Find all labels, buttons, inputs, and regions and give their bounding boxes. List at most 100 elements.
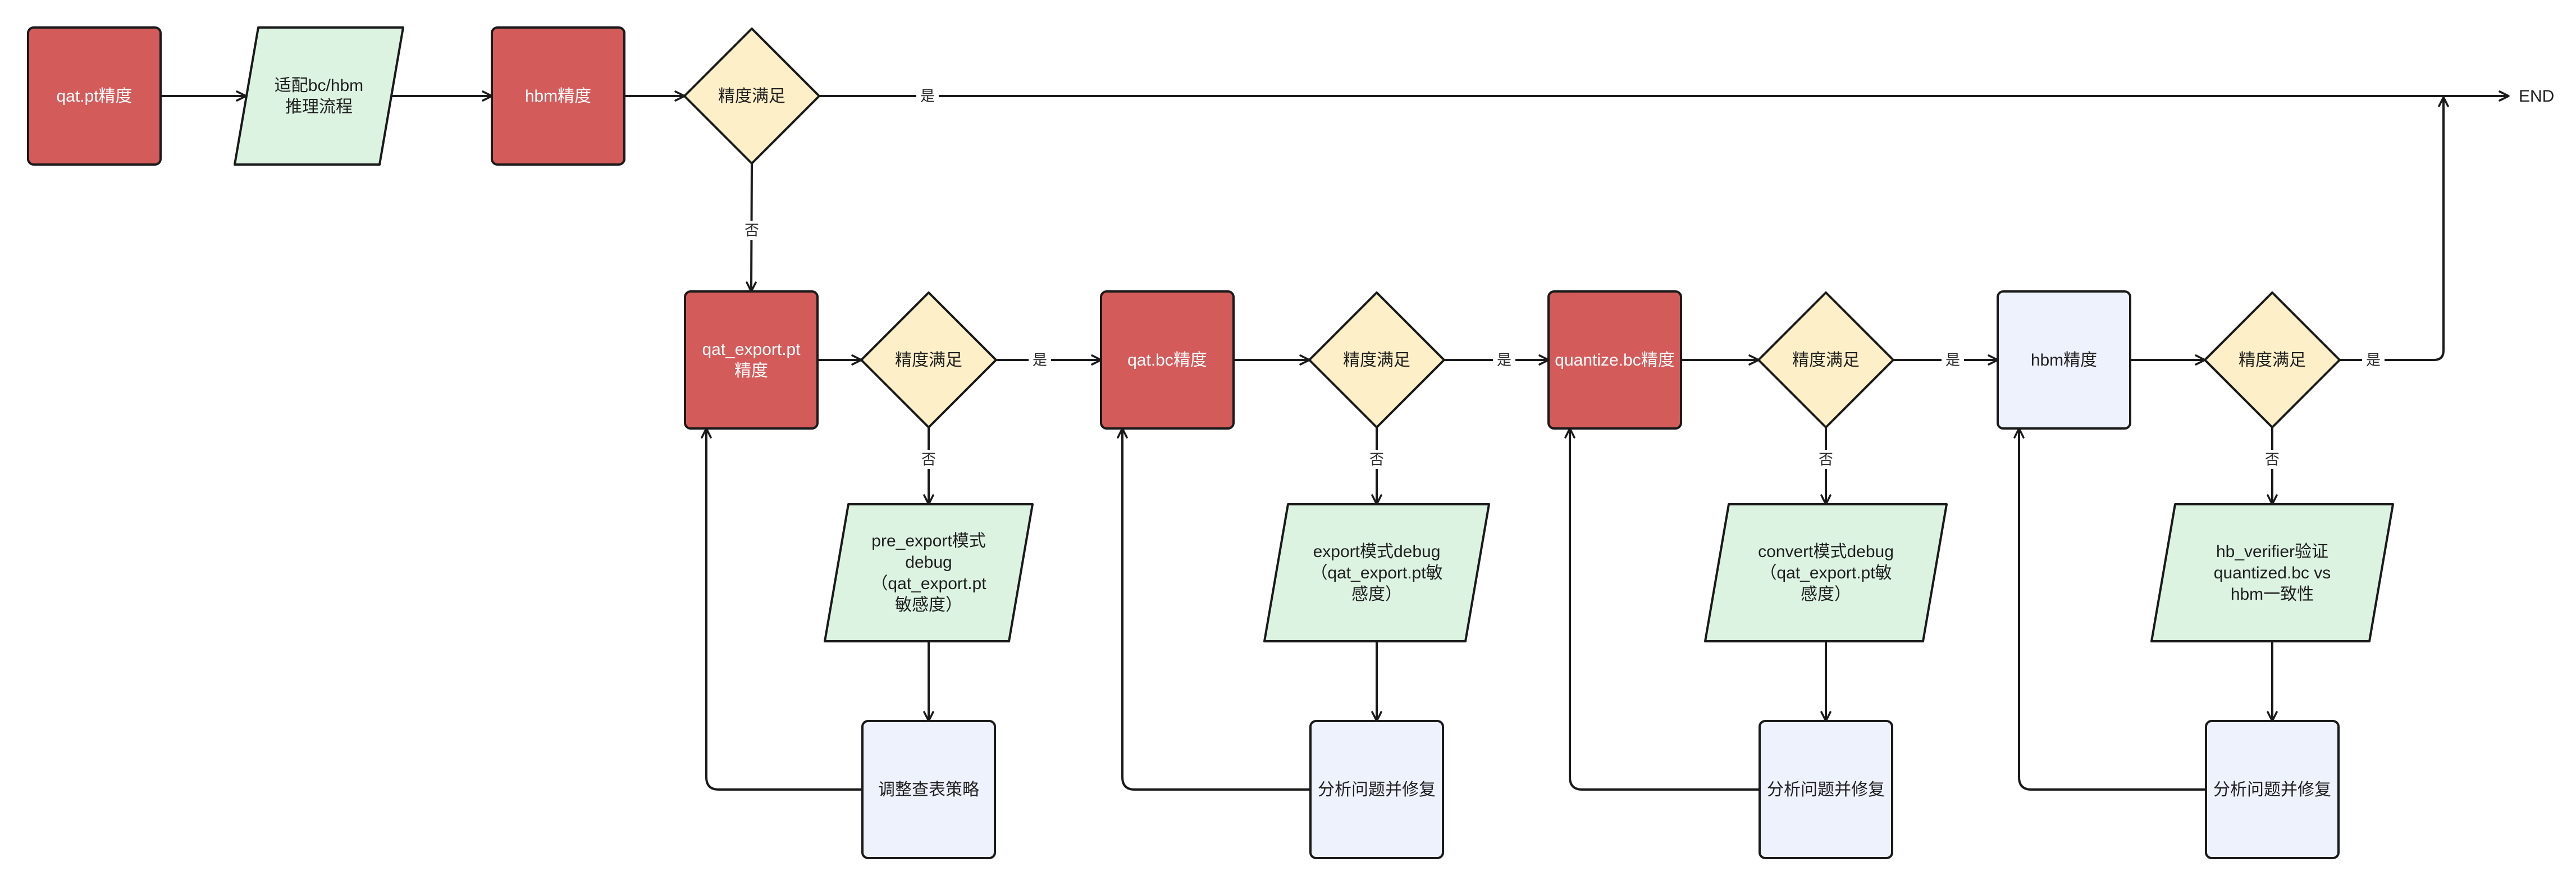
node-p4: hb_verifier验证 quantized.bc vs hbm一致性 [2150, 503, 2394, 642]
edge-label-bg [741, 221, 763, 240]
edge-label-no: 否 [745, 222, 759, 239]
node-label: 分析问题并修复 [2213, 781, 2331, 799]
node-shape [1757, 291, 1894, 428]
edge-r3-loop [1564, 427, 1760, 791]
node-label: qat.pt精度 [56, 87, 132, 106]
edge-label-no: 否 [1369, 451, 1384, 468]
node-r1: 调整查表策略 [861, 720, 996, 859]
edge-label-bg [1493, 350, 1515, 369]
nodes: qat.pt精度适配bc/hbm推理流程hbm精度精度满足qat_export.… [27, 26, 2554, 859]
edge-label-bg [1029, 350, 1051, 369]
node-label: 精度满足 [1792, 351, 1860, 369]
node-d3: 精度满足 [1757, 291, 1894, 428]
edge-label-yes: 是 [920, 88, 935, 104]
node-qat-export: qat_export.pt 精度 [684, 290, 819, 430]
node-shape [1100, 290, 1235, 430]
node-qat-pt: qat.pt精度 [27, 26, 162, 166]
node-r4: 分析问题并修复 [2205, 720, 2340, 859]
node-quant-bc: quantize.bc精度 [1547, 290, 1682, 430]
node-r2: 分析问题并修复 [1309, 720, 1444, 859]
node-label: 感度） [1351, 585, 1402, 604]
node-qat-bc: qat.bc精度 [1100, 290, 1235, 430]
node-label: （qat_export.pt敏 [1760, 564, 1892, 582]
node-label: quantized.bc vs [2214, 564, 2331, 582]
node-label: 调整查表策略 [878, 781, 979, 799]
node-shape [2205, 720, 2340, 859]
node-shape [491, 26, 625, 166]
node-label: qat_export.pt [702, 340, 801, 359]
node-adapt-flow: 适配bc/hbm 推理流程 [234, 26, 404, 166]
edge-label-yes: 是 [1497, 352, 1511, 368]
node-label: export模式debug [1313, 542, 1441, 561]
node-label: （qat_export.pt敏 [1310, 564, 1442, 582]
node-label: convert模式debug [1758, 542, 1894, 561]
edge-label-no: 否 [2265, 451, 2280, 468]
node-shape [1309, 720, 1444, 859]
node-label: qat.bc精度 [1127, 351, 1207, 369]
edge-label-bg [916, 86, 939, 106]
node-shape [27, 26, 162, 166]
edge-r2-loop [1117, 427, 1310, 791]
node-label: hbm精度 [525, 87, 591, 106]
edge-label-bg [1942, 350, 1964, 369]
node-label: 推理流程 [285, 98, 353, 116]
node-shape [1759, 720, 1893, 859]
node-label: 适配bc/hbm [275, 76, 363, 95]
edge-label-yes: 是 [2366, 352, 2381, 368]
node-label: quantize.bc精度 [1555, 351, 1674, 369]
edge-label-no: 否 [921, 451, 936, 468]
edge-label-bg [917, 450, 940, 469]
node-label: 分析问题并修复 [1767, 781, 1885, 799]
node-shape [861, 720, 996, 859]
edge-r1-loop [701, 427, 862, 791]
edge-label-no: 否 [1819, 451, 1833, 468]
node-shape [860, 291, 997, 428]
node-label: debug [905, 553, 952, 572]
node-label: 精度满足 [895, 351, 962, 369]
edge-label-bg [1365, 450, 1388, 469]
node-label: 精度 [734, 362, 768, 380]
edge-label-yes: 是 [1945, 352, 1960, 368]
node-label: hbm精度 [2031, 351, 2097, 369]
node-d1: 精度满足 [860, 291, 997, 428]
node-d-top: 精度满足 [683, 28, 820, 165]
node-label: hbm一致性 [2231, 585, 2314, 604]
node-shape [234, 26, 404, 166]
node-shape [684, 290, 819, 430]
node-shape [1997, 290, 2131, 430]
node-label: 感度） [1801, 585, 1851, 604]
node-label: 分析问题并修复 [1318, 781, 1436, 799]
node-label: hb_verifier验证 [2216, 542, 2328, 561]
node-label: 精度满足 [2239, 351, 2306, 369]
node-d2: 精度满足 [1308, 291, 1445, 428]
edge-label-bg [2362, 350, 2385, 369]
node-shape [1263, 503, 1490, 642]
edge-label-bg [1815, 450, 1837, 469]
end-label: END [2519, 87, 2554, 106]
node-label: 精度满足 [1343, 351, 1410, 369]
node-d4: 精度满足 [2204, 291, 2341, 428]
connectors: 是否是是是是否否否否 [161, 86, 2510, 791]
node-hbm-top: hbm精度 [491, 26, 625, 166]
node-hbm2: hbm精度 [1997, 290, 2131, 430]
node-label: pre_export模式 [871, 532, 985, 550]
node-shape [1308, 291, 1445, 428]
node-shape [2204, 291, 2341, 428]
node-r3: 分析问题并修复 [1759, 720, 1893, 859]
node-shape [1704, 503, 1948, 642]
node-label: （qat_export.pt [871, 574, 986, 593]
edge-label-bg [2261, 450, 2283, 469]
node-shape [2150, 503, 2394, 642]
node-shape [824, 503, 1034, 642]
node-label: 精度满足 [718, 87, 785, 106]
edge-d4-end [2340, 96, 2449, 361]
node-shape [683, 28, 820, 165]
edge-label-yes: 是 [1033, 352, 1047, 368]
node-shape [1547, 290, 1682, 430]
node-p1: pre_export模式debug （qat_export.pt 敏感度） [824, 503, 1034, 642]
node-label: 敏感度） [895, 596, 962, 614]
edge-r4-loop [2013, 427, 2206, 791]
